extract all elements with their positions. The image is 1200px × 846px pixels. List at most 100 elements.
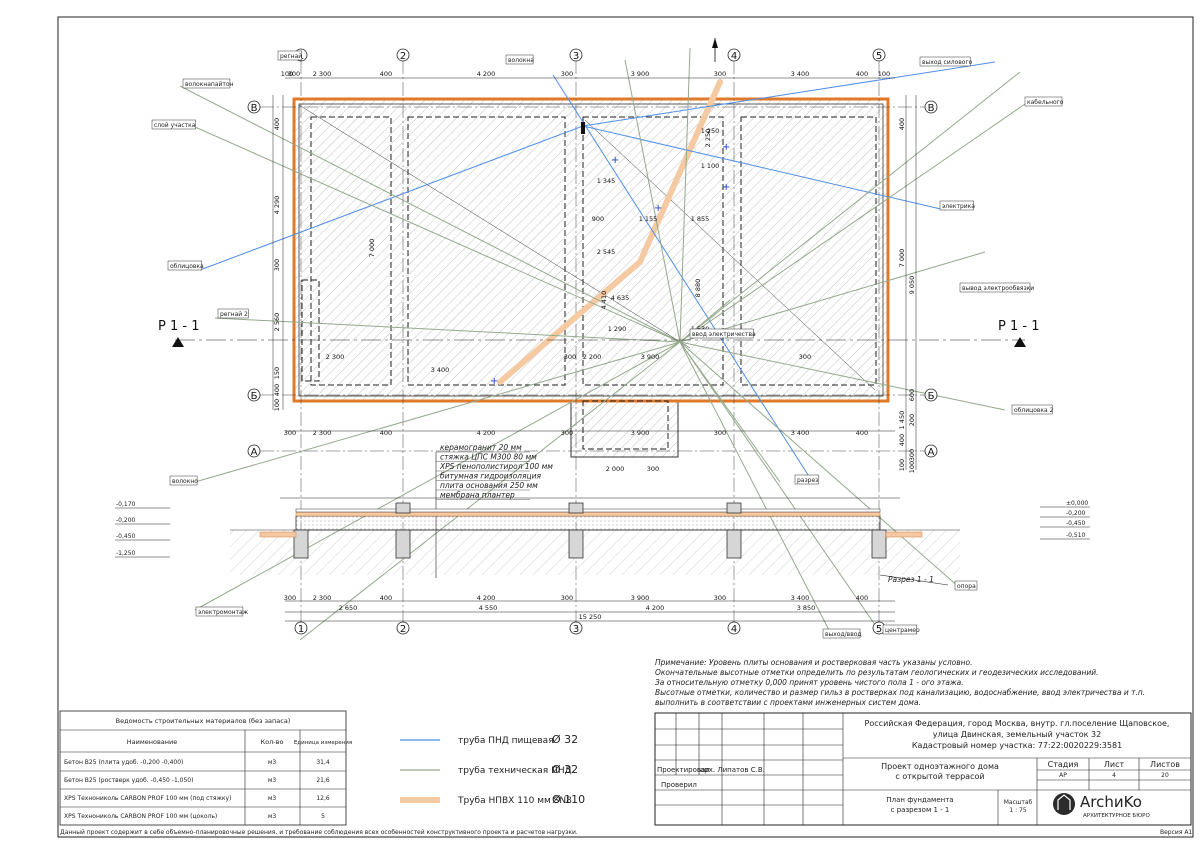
dim-inner-value: 1 290 [608, 325, 627, 333]
materials-row-name: XPS Технониколь CARBON PROF 100 мм (под … [64, 795, 231, 802]
dim-top-value: 3 400 [791, 70, 810, 78]
levels-right [1040, 506, 1090, 540]
dim-inner-value: 1 855 [691, 215, 710, 223]
callout-text: выход силового [922, 59, 973, 66]
dim-mid-value: 2 300 [313, 429, 332, 437]
svg-text:+: + [722, 182, 730, 193]
callout-box [954, 580, 978, 591]
callout-box [277, 50, 303, 61]
dim-bottom-value: 300 [714, 594, 726, 602]
callout-box [939, 200, 974, 211]
materials-row-qty: 12,6 [316, 795, 330, 802]
dim-inner-value: 1 100 [701, 162, 720, 170]
callout-text: вывод электрообвязки [962, 285, 1034, 292]
materials-row-name: Бетон В25 (плита удоб. -0,200 -0,400) [64, 759, 183, 766]
dim-left-value: 2 560 [273, 313, 281, 332]
dim-inner-value: 3 900 [641, 353, 660, 361]
logo-subtext: АРХИТЕКТУРНОЕ БЮРО [1083, 813, 1150, 819]
dim-bottom-value: 2 300 [313, 594, 332, 602]
dim-inner-value: 3 400 [431, 366, 450, 374]
callout-box [182, 78, 231, 89]
terrace-slab [570, 400, 679, 458]
dim-top-value: 3 900 [631, 70, 650, 78]
legend-size: Ø 110 [552, 793, 585, 806]
level-left-1: -0,170 [116, 501, 136, 508]
note-line: Высотные отметки, количество и размер ги… [655, 688, 1145, 697]
dim-bottom-value: 3 400 [791, 594, 810, 602]
svg-text:+: + [611, 155, 619, 166]
footer-version: Версия А1 [1160, 829, 1192, 836]
dim-inner-value: 2 200 [583, 353, 602, 361]
callout-box [169, 475, 198, 486]
callout-box [1024, 96, 1063, 107]
materials-row-unit: м3 [268, 813, 277, 820]
materials-row-qty: 31,4 [316, 759, 330, 766]
dim-top-value: 2 300 [313, 70, 332, 78]
dim-left-value: 400 [273, 384, 281, 396]
level-right-4: -0,510 [1066, 532, 1086, 539]
dim-mid-value: 300 [714, 429, 726, 437]
dim-mid-value: 300 [561, 429, 573, 437]
water-pipes [199, 61, 996, 479]
layer-line: стяжка ЦПС М300 80 мм [440, 453, 537, 462]
note-line: выполнить в соответствии с проектами инж… [655, 698, 921, 707]
title-checked-label: Проверил [661, 781, 697, 789]
section-mark-left: Р 1 - 1 [158, 319, 199, 334]
dim-right-value: 300 [908, 449, 916, 461]
legend-size: Ø 32 [552, 733, 578, 746]
dim-right-value: 7 000 [898, 249, 906, 268]
dim-bottom2-value: 2 650 [339, 604, 358, 612]
axis-label-col-1-bottom: 1 [298, 624, 304, 635]
grillage-dashed [301, 116, 877, 450]
dim-right-value: 1 450 [898, 411, 906, 430]
dim-inner-value: 300 [564, 353, 576, 361]
callout-box [505, 54, 534, 65]
dim-right-value: 400 [898, 434, 906, 446]
dim-left-value: 100 [273, 399, 281, 411]
title-designed-name: арх. Липатов С.В. [700, 766, 765, 774]
dim-mid-value: 400 [380, 429, 392, 437]
level-left-4: -1,250 [116, 550, 136, 557]
dim-mid-value: 400 [856, 429, 868, 437]
section-1-1: -0,170 -0,200 -0,450 -1,250 ±0,000 -0,20… [115, 497, 1090, 586]
legend-label: труба техническая ПНД [458, 766, 572, 776]
dim-inner-value: 1 345 [597, 177, 616, 185]
materials-header-name: Наименование [127, 738, 178, 746]
note-line: За относительную отметку 0,000 принят ур… [655, 678, 964, 687]
dim-bottom-value: 400 [380, 594, 392, 602]
level-right-2: -0,200 [1066, 510, 1086, 517]
callout-box [689, 328, 754, 339]
dim-right-value: 100 [898, 459, 906, 471]
dim-vertical-value: 4 410 [600, 291, 608, 310]
dim-bottom-value: 3 900 [631, 594, 650, 602]
title-block: Российская Федерация, город Москва, внут… [654, 712, 1192, 826]
dim-bottom2-value: 4 550 [479, 604, 498, 612]
dim-mid-value: 300 [284, 429, 296, 437]
layer-line: плита основания 250 мм [440, 481, 538, 490]
dim-top-value: 400 [856, 70, 868, 78]
dim-top-value: 100 [878, 70, 890, 78]
materials-row-name: XPS Технониколь CARBON PROF 100 мм (цоко… [64, 813, 217, 820]
callout-box [1011, 404, 1053, 415]
title-address-3: Кадастровый номер участка: 77:22:0020229… [912, 741, 1122, 750]
axis-label-row-a: А [251, 447, 258, 458]
layer-line: битумная гидроизоляция [440, 472, 541, 481]
callout-box [794, 474, 820, 485]
title-sheets-value: 20 [1161, 772, 1169, 779]
dim-inner-value: 2 545 [597, 248, 616, 256]
materials-row-unit: м3 [268, 777, 277, 784]
technical-pipes [179, 47, 1026, 641]
title-scale-value: 1 : 75 [1009, 807, 1026, 814]
callout-text: облицовка [170, 263, 204, 270]
dim-inner-value: 1 250 [701, 127, 720, 135]
callout-text: облицовка 2 [1014, 407, 1054, 414]
title-sheet-label: Лист [1104, 760, 1125, 769]
title-project-1: Проект одноэтажного дома [881, 762, 999, 771]
callout-text: ввод электричества [692, 331, 756, 338]
dim-inner-value: 4 635 [611, 294, 630, 302]
